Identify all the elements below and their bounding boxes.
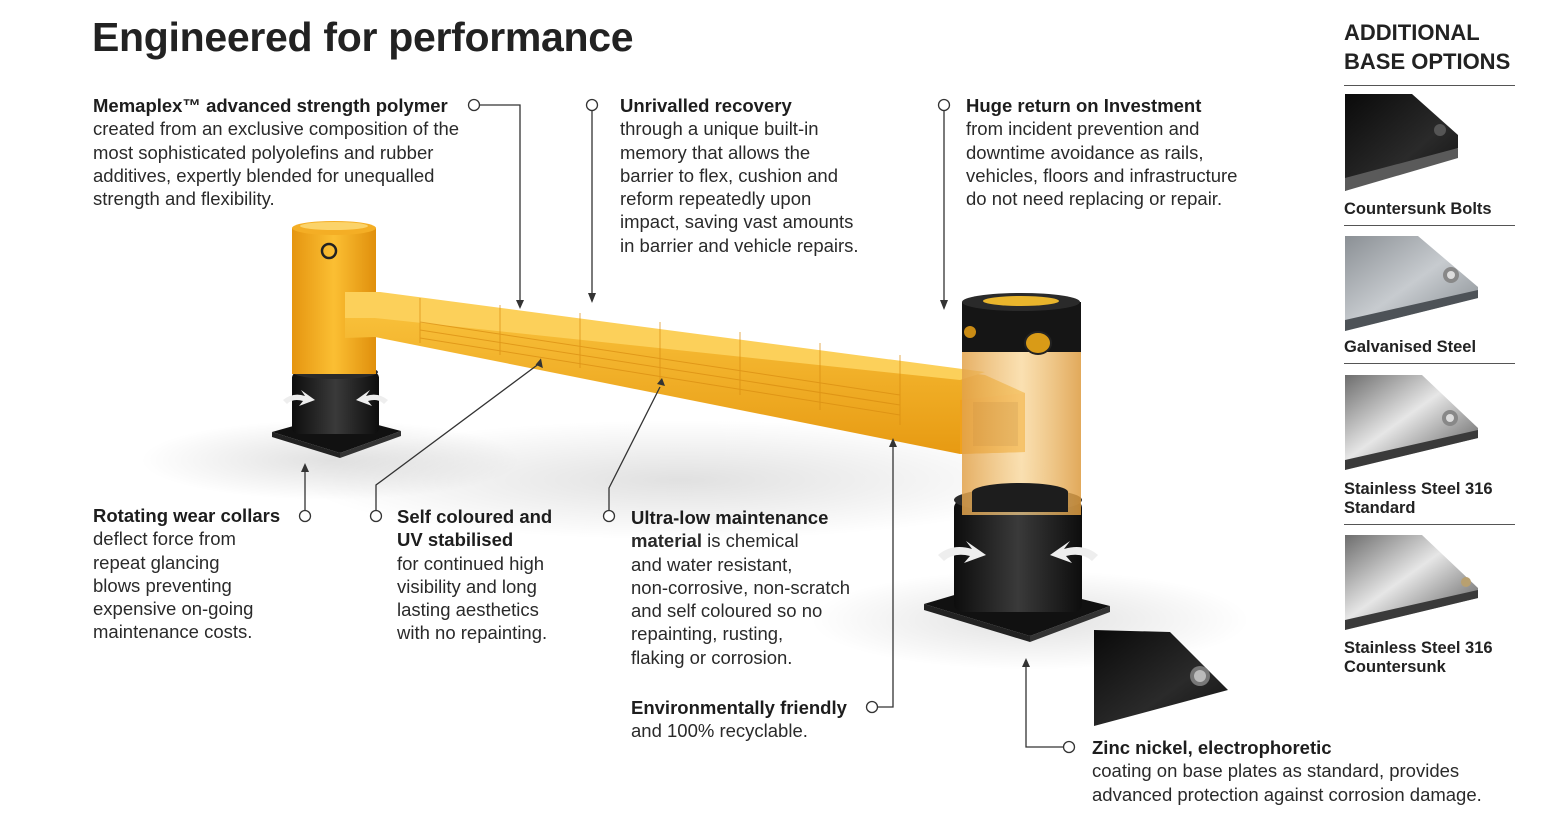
feature-collars: Rotating wear collars deflect force from… <box>93 504 280 644</box>
feature-uv-heading: Self coloured and <box>397 506 553 527</box>
feature-roi-heading: Huge return on Investment <box>966 95 1202 116</box>
base-option-images <box>1345 94 1478 630</box>
feature-maintenance-line: repainting, rusting, <box>631 623 784 645</box>
base-option-label: Countersunk Bolts <box>1344 200 1492 218</box>
feature-environment: Environmentally friendly and 100% recycl… <box>631 696 847 743</box>
feature-roi-line: downtime avoidance as rails, <box>966 141 1204 163</box>
divider <box>1344 85 1515 86</box>
feature-roi-line: do not need replacing or repair. <box>966 188 1223 210</box>
feature-polymer-line: most sophisticated polyolefins and rubbe… <box>93 141 434 163</box>
feature-zinc-line: coating on base plates as standard, prov… <box>1092 760 1460 782</box>
feature-recovery-line: in barrier and vehicle repairs. <box>620 234 859 256</box>
feature-recovery-line: impact, saving vast amounts <box>620 211 854 233</box>
base-option-label: Countersunk <box>1344 658 1446 676</box>
feature-collars-line: maintenance costs. <box>93 621 253 643</box>
feature-uv-line: visibility and long <box>397 575 537 597</box>
feature-collars-line: deflect force from <box>93 528 236 550</box>
feature-maintenance-line: and water resistant, <box>631 553 793 575</box>
feature-maintenance-line: and self coloured so no <box>631 600 823 622</box>
feature-collars-heading: Rotating wear collars <box>93 505 281 526</box>
feature-zinc-heading: Zinc nickel, electrophoretic <box>1092 737 1332 758</box>
feature-collars-line: blows preventing <box>93 574 232 596</box>
feature-collars-line: repeat glancing <box>93 551 220 573</box>
divider <box>1344 363 1515 364</box>
feature-maintenance-line: non-corrosive, non-scratch <box>631 576 851 598</box>
base-options-title-line: BASE OPTIONS <box>1344 49 1511 74</box>
feature-polymer-heading: Memaplex™ advanced strength polymer <box>93 95 448 116</box>
feature-uv-line: with no repainting. <box>397 622 548 644</box>
divider <box>1344 524 1515 525</box>
feature-environment-line: and 100% recyclable. <box>631 720 808 742</box>
base-options-title-line: ADDITIONAL <box>1344 20 1480 45</box>
feature-maintenance-line: flaking or corrosion. <box>631 646 793 668</box>
feature-polymer-line: additives, expertly blended for unequall… <box>93 164 435 186</box>
feature-maintenance-heading-tail: is chemical <box>701 530 799 552</box>
feature-recovery-line: barrier to flex, cushion and <box>620 164 839 186</box>
page-title: Engineered for performance <box>92 14 634 60</box>
feature-maintenance-heading: material <box>631 530 702 552</box>
feature-recovery-line: through a unique built-in <box>620 118 819 140</box>
base-option-label: Galvanised Steel <box>1344 338 1477 356</box>
base-option-countersunk-bolts: Countersunk Bolts <box>1344 200 1492 219</box>
base-option-galvanised-steel: Galvanised Steel <box>1344 338 1476 357</box>
feature-roi-line: vehicles, floors and infrastructure <box>966 164 1238 186</box>
feature-zinc: Zinc nickel, electrophoretic coating on … <box>1092 736 1482 806</box>
feature-maintenance-heading: Ultra-low maintenance <box>631 507 829 528</box>
base-options-title: ADDITIONAL BASE OPTIONS <box>1344 18 1510 76</box>
feature-polymer: Memaplex™ advanced strength polymer crea… <box>93 94 459 210</box>
base-option-label: Stainless Steel 316 <box>1344 639 1493 657</box>
feature-maintenance: Ultra-low maintenance material is chemic… <box>631 506 850 669</box>
feature-polymer-line: created from an exclusive composition of… <box>93 118 460 140</box>
feature-maintenance-heading-line-2: material is chemical <box>631 529 850 552</box>
feature-environment-heading: Environmentally friendly <box>631 697 847 718</box>
base-option-stainless-standard: Stainless Steel 316 Standard <box>1344 480 1493 518</box>
feature-recovery-line: memory that allows the <box>620 141 811 163</box>
feature-polymer-line: strength and flexibility. <box>93 188 275 210</box>
feature-roi: Huge return on Investment from incident … <box>966 94 1237 210</box>
feature-recovery: Unrivalled recovery through a unique bui… <box>620 94 859 257</box>
base-option-label: Standard <box>1344 499 1416 517</box>
feature-zinc-line: advanced protection against corrosion da… <box>1092 783 1482 805</box>
feature-collars-line: expensive on-going <box>93 598 254 620</box>
feature-roi-line: from incident prevention and <box>966 118 1200 140</box>
base-option-stainless-countersunk: Stainless Steel 316 Countersunk <box>1344 639 1493 677</box>
feature-uv: Self coloured and UV stabilised for cont… <box>397 505 552 645</box>
feature-uv-line: for continued high <box>397 552 545 574</box>
feature-uv-heading: UV stabilised <box>397 529 514 551</box>
divider <box>1344 225 1515 226</box>
feature-uv-line: lasting aesthetics <box>397 599 539 621</box>
base-option-label: Stainless Steel 316 <box>1344 480 1493 498</box>
feature-recovery-heading: Unrivalled recovery <box>620 95 792 116</box>
feature-recovery-line: reform repeatedly upon <box>620 188 812 210</box>
